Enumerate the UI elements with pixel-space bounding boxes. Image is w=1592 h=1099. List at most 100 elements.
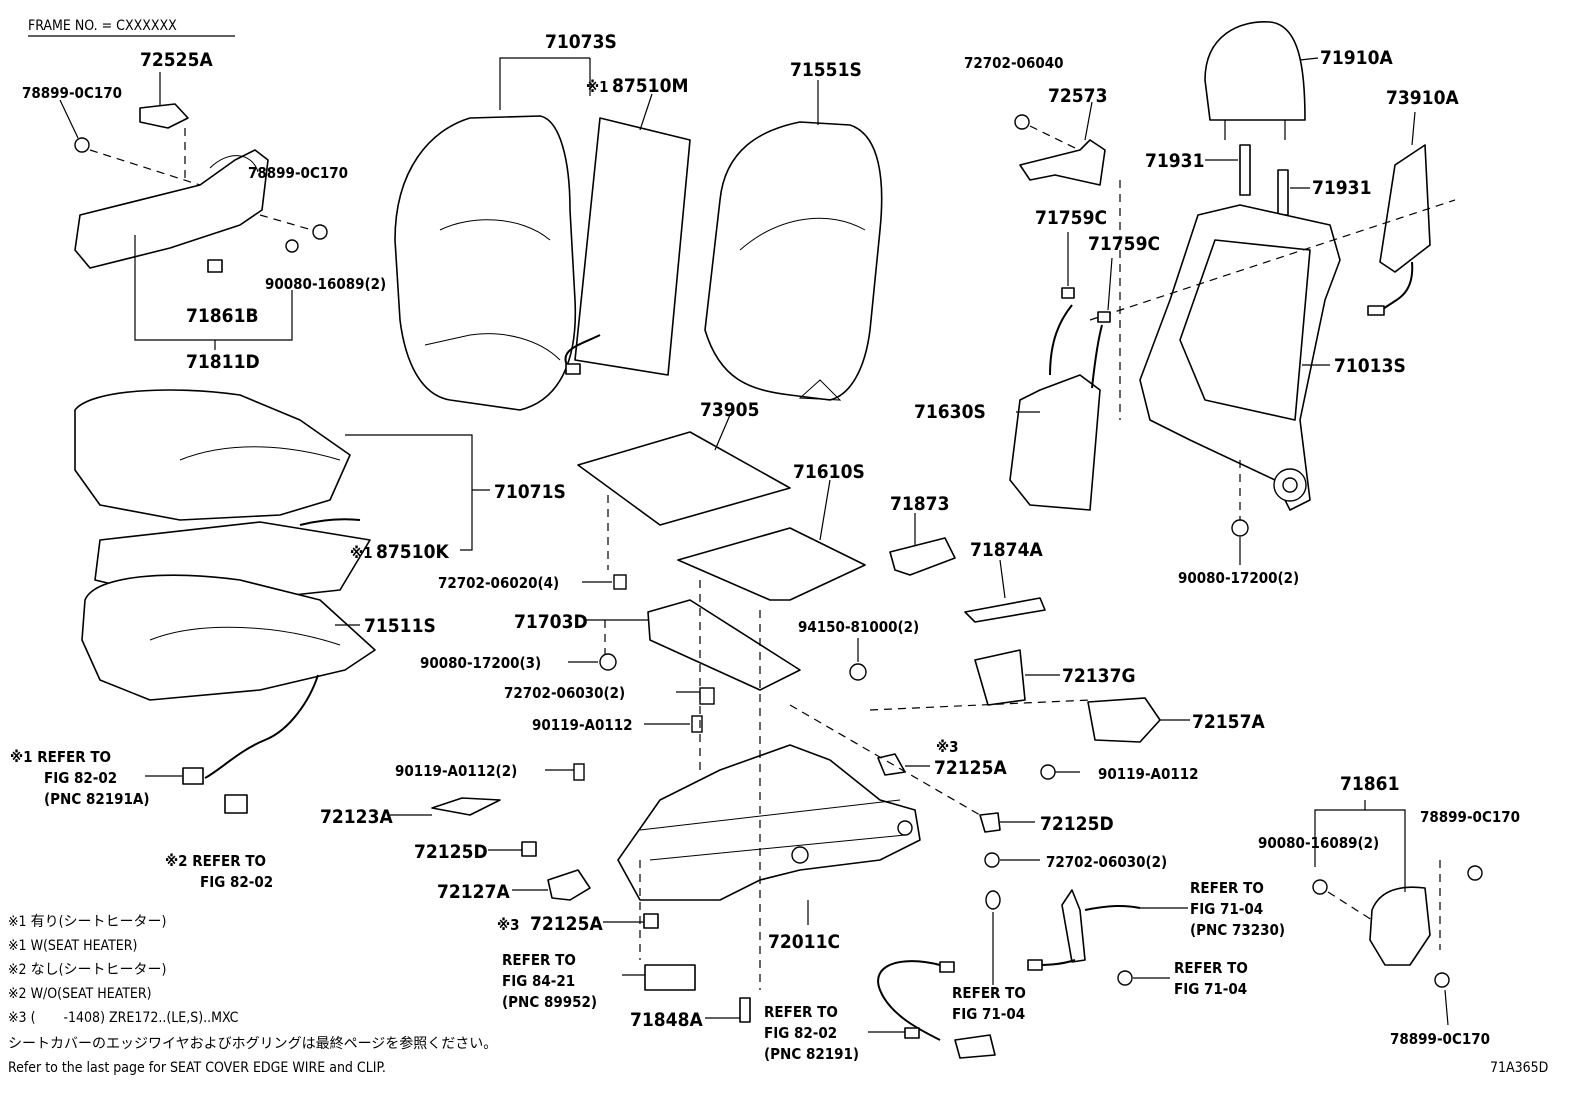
diagram-code: 71A365D <box>1490 1060 1548 1076</box>
label-72137G: 72137G <box>1062 665 1136 687</box>
label-71848A: 71848A <box>630 1009 703 1031</box>
clip-71861B <box>207 259 223 273</box>
clip-71759C-a <box>1061 287 1075 299</box>
label-72702-06030-b: 72702-06030(2) <box>1046 853 1167 871</box>
frame-number: FRAME NO. = CXXXXXX <box>28 18 177 34</box>
label-73910A: 73910A <box>1386 87 1459 109</box>
ref-text: (PNC 82191) <box>764 1045 859 1063</box>
label-71931-a: 71931 <box>1145 150 1204 172</box>
label-78899-0C170-a: 78899-0C170 <box>22 84 122 102</box>
ref-text: FIG 84-21 <box>502 972 575 990</box>
ref-text: (PNC 73230) <box>1190 921 1285 939</box>
label-71703D: 71703D <box>514 611 588 633</box>
label-90080-16089-b: 90080-16089(2) <box>1258 834 1379 852</box>
label-72125A-b: 72125A <box>530 913 603 935</box>
note-line: ※2 W/O(SEAT HEATER) <box>8 986 152 1002</box>
part-72011C-adjuster <box>617 744 921 901</box>
label-71759C-a: 71759C <box>1035 207 1107 229</box>
label-72011C: 72011C <box>768 931 840 953</box>
mark-72125A-a: ※3 <box>936 738 959 756</box>
wiring-buckle-group <box>868 800 1483 1059</box>
ref-text: FIG 82-02 <box>44 769 117 787</box>
ref-84-21: REFER TO FIG 84-21 (PNC 89952) <box>502 951 597 1011</box>
label-71610S: 71610S <box>793 461 865 483</box>
ref-text: FIG 82-02 <box>764 1024 837 1042</box>
seat-side-shield-group <box>59 72 328 350</box>
seatback-cover-group <box>394 57 883 411</box>
label-71874A: 71874A <box>970 539 1043 561</box>
label-71759C-b: 71759C <box>1088 233 1160 255</box>
mark-87510K: ※1 <box>350 544 373 562</box>
label-71511S: 71511S <box>364 615 436 637</box>
notes-block: ※1 有り(シートヒーター) ※1 W(SEAT HEATER) ※2 なし(シ… <box>8 914 497 1076</box>
label-78899-0C170-d: 78899-0C170 <box>1390 1030 1490 1048</box>
label-72157A: 72157A <box>1192 711 1265 733</box>
label-71910A: 71910A <box>1320 47 1393 69</box>
part-seat-belt-buckle <box>1061 889 1086 963</box>
bolt-90119-A0112-b <box>1040 764 1056 780</box>
part-71073S-back-cover <box>394 115 577 411</box>
mark-87510M: ※1 <box>586 78 609 96</box>
ref-71-04-a: REFER TO FIG 71-04 <box>952 984 1026 1023</box>
part-72123A-cover <box>431 797 501 816</box>
note-line: ※3 ( -1408) ZRE172..(LE,S)..MXC <box>8 1010 239 1026</box>
seat-cushion-group <box>74 389 490 814</box>
bolt-78899-0C170-a <box>74 137 90 153</box>
bolt-90119-A0112-a <box>691 715 703 733</box>
bolt-72702-06030-a <box>699 687 715 705</box>
label-72702-06020: 72702-06020(4) <box>438 574 559 592</box>
bolt-78899-0C170-b <box>312 224 328 240</box>
nut-90080-17200-2 <box>1231 519 1249 537</box>
clip-72125D-a <box>521 841 537 857</box>
part-73910A-airbag <box>1379 144 1431 273</box>
label-72123A: 72123A <box>320 806 393 828</box>
clip-72125A-b <box>643 913 659 929</box>
part-87510M-heater <box>574 117 691 376</box>
nut-90080-17200-3 <box>599 653 617 671</box>
ref-71-04-c: REFER TO FIG 71-04 <box>1174 959 1248 998</box>
label-71073S: 71073S <box>545 31 617 53</box>
part-72127A-cover <box>547 869 591 901</box>
note-line: Refer to the last page for SEAT COVER ED… <box>8 1060 386 1076</box>
label-72702-06040: 72702-06040 <box>964 54 1064 72</box>
part-71861B-shield <box>74 149 269 269</box>
ref-text: REFER TO <box>764 1003 838 1021</box>
label-72127A: 72127A <box>437 881 510 903</box>
part-73905-plate <box>577 431 791 526</box>
label-87510K: 87510K <box>376 541 449 563</box>
label-71873: 71873 <box>890 493 949 515</box>
bolt-78899-0C170-d <box>1434 972 1450 988</box>
part-71931-guide-a <box>1239 144 1251 196</box>
bolt-72702-06020 <box>613 574 627 590</box>
ref-left-82-02-a: ※1 REFER TO FIG 82-02 (PNC 82191A) <box>10 748 150 808</box>
label-90119-A0112-2: 90119-A0112(2) <box>395 762 517 780</box>
ref-text: (PNC 89952) <box>502 993 597 1011</box>
label-72125A-a: 72125A <box>934 757 1007 779</box>
part-71703D-bracket <box>647 599 801 691</box>
label-71013S: 71013S <box>1334 355 1406 377</box>
label-71811D: 71811D <box>186 351 260 373</box>
note-line: ※1 有り(シートヒーター) <box>8 914 166 930</box>
label-72573: 72573 <box>1048 85 1107 107</box>
ref-text: (PNC 82191A) <box>44 790 150 808</box>
part-71511S-cushion-pad <box>81 574 376 701</box>
label-78899-0C170-c: 78899-0C170 <box>1420 808 1520 826</box>
label-71931-b: 71931 <box>1312 177 1371 199</box>
part-71630S-lumbar <box>1009 374 1101 511</box>
clip-72125A-a <box>877 753 906 776</box>
label-87510M: 87510M <box>612 75 688 97</box>
ref-71-04-b: REFER TO FIG 71-04 (PNC 73230) <box>1190 879 1285 939</box>
part-72525A-cover <box>139 103 189 129</box>
ref-text: FIG 71-04 <box>1190 900 1263 918</box>
label-90119-A0112-a: 90119-A0112 <box>532 716 633 734</box>
seat-adjuster-group <box>390 414 1190 1023</box>
label-73905: 73905 <box>700 399 759 421</box>
ref-text: FIG 71-04 <box>952 1005 1025 1023</box>
ref-82-02-c: REFER TO FIG 82-02 (PNC 82191) <box>764 1003 859 1063</box>
label-90080-16089-a: 90080-16089(2) <box>265 275 386 293</box>
bolt-72702-06040 <box>1014 114 1030 130</box>
part-71931-guide-b <box>1277 169 1289 216</box>
part-71848A-bolt <box>739 997 751 1023</box>
ref-text: REFER TO <box>1174 959 1248 977</box>
connector-82-02 <box>224 794 248 814</box>
